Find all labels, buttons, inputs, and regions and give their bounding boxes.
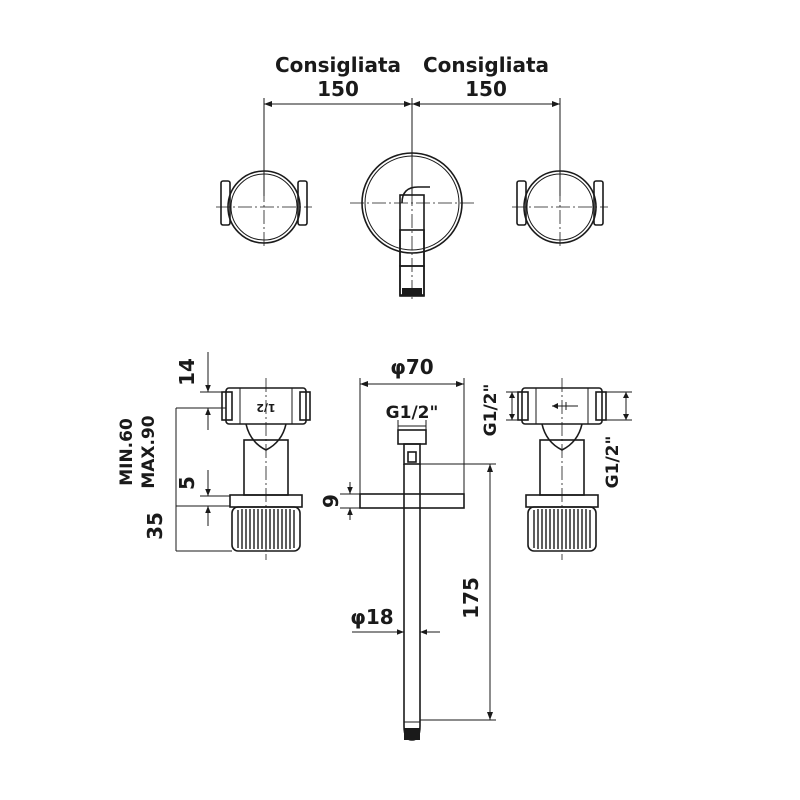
dim-right-value: 150 (465, 77, 507, 101)
right-handle-top-view (512, 166, 608, 248)
spout-top-view (350, 148, 474, 300)
left-knurl-pattern (237, 509, 295, 549)
dim-5: 5 (175, 476, 199, 490)
dim-phi70: φ70 (390, 355, 433, 379)
dim-left-value: 150 (317, 77, 359, 101)
left-tap-front-view: 1/2 (117, 352, 311, 560)
left-handle-top-view (216, 166, 312, 248)
spout-front-view: φ70 G1/2" 9 φ18 175 (319, 355, 496, 741)
dim-thread-g12: G1/2" (386, 403, 439, 423)
left-tap-dimensions: 14 MIN.60 MAX.90 5 35 (117, 352, 232, 552)
dim-left-label: Consigliata (275, 53, 401, 77)
right-tap-dimensions: G1/2" G1/2" (481, 384, 632, 489)
dim-right-label: Consigliata (423, 53, 549, 77)
dim-min-60: MIN.60 (117, 418, 137, 486)
dim-max-90: MAX.90 (139, 415, 159, 488)
flow-arrow-icon (552, 402, 578, 410)
dim-9: 9 (319, 494, 343, 508)
right-tap-front-view: G1/2" G1/2" (481, 378, 632, 560)
dim-right-thread-a: G1/2" (481, 384, 501, 437)
dim-175: 175 (459, 577, 483, 619)
dim-35: 35 (143, 512, 167, 540)
dim-14: 14 (175, 358, 199, 386)
dim-phi18: φ18 (350, 605, 393, 629)
dim-right-thread-b: G1/2" (603, 436, 623, 489)
top-view: Consigliata 150 Consigliata 150 (216, 53, 608, 300)
